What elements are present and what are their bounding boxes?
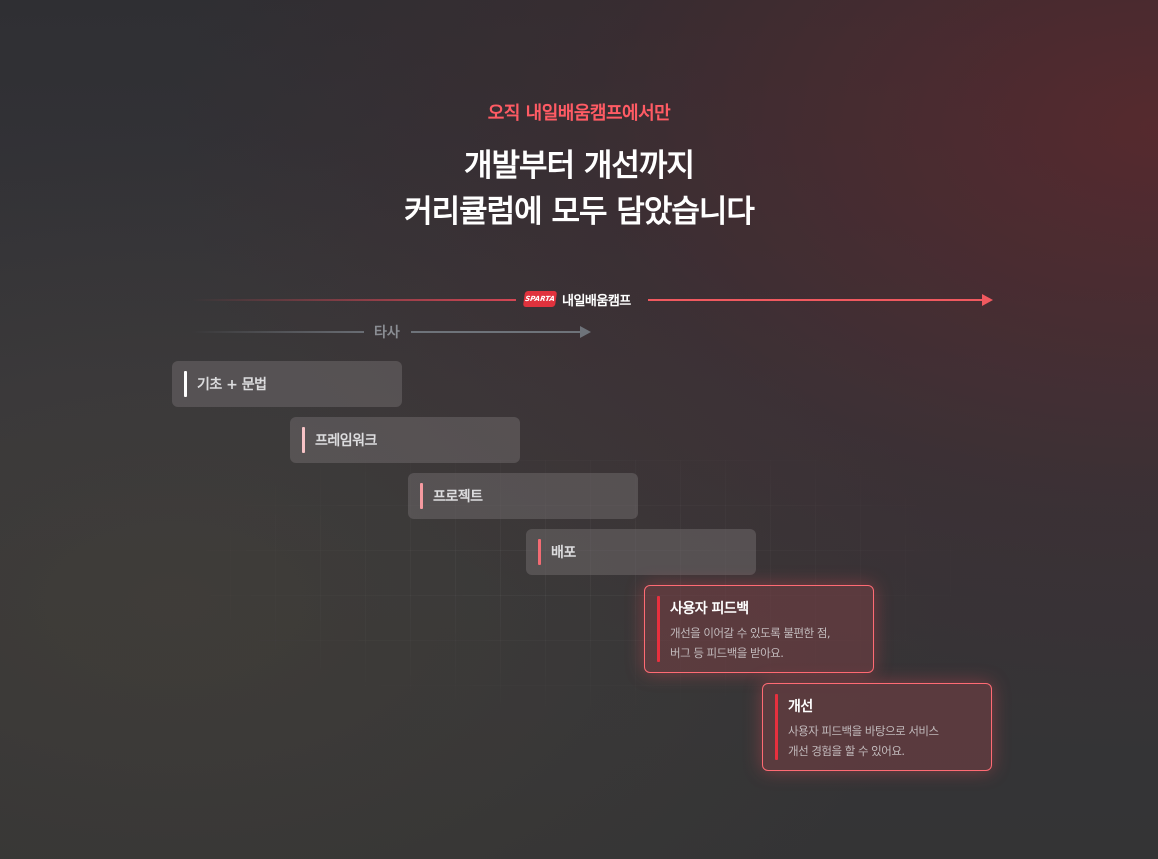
step-bar xyxy=(775,694,778,760)
step-bar xyxy=(420,483,423,509)
sparta-timeline-label: SPARTA 내일배움캠프 xyxy=(522,289,631,309)
step-card-deploy: 배포 xyxy=(526,529,756,575)
step-bar xyxy=(657,596,660,662)
other-timeline-label: 타사 xyxy=(374,325,400,341)
step-label: 개선 xyxy=(788,699,813,715)
sparta-label-text: 내일배움캠프 xyxy=(562,293,631,309)
section-eyebrow: 오직 내일배움캠프에서만 xyxy=(487,103,671,124)
other-timeline-line-right xyxy=(411,331,581,333)
step-description: 개선을 이어갈 수 있도록 불편한 점, 버그 등 피드백을 받아요. xyxy=(670,626,831,660)
step-card-improvement: 개선 사용자 피드백을 바탕으로 서비스 개선 경험을 할 수 있어요. xyxy=(762,683,992,771)
sparta-arrow-icon xyxy=(982,294,993,306)
step-bar xyxy=(184,371,187,397)
step-description: 사용자 피드백을 바탕으로 서비스 개선 경험을 할 수 있어요. xyxy=(788,724,939,758)
step-card-basics: 기초 + 문법 xyxy=(172,361,402,407)
section-title-line-2: 커리큘럼에 모두 담았습니다 xyxy=(404,194,755,230)
sparta-timeline-line-right xyxy=(648,299,984,301)
step-card-user-feedback: 사용자 피드백 개선을 이어갈 수 있도록 불편한 점, 버그 등 피드백을 받… xyxy=(644,585,874,673)
section-title-line-1: 개발부터 개선까지 xyxy=(464,148,695,184)
step-label: 배포 xyxy=(551,545,576,561)
step-label: 기초 + 문법 xyxy=(197,377,267,393)
step-card-project: 프로젝트 xyxy=(408,473,638,519)
sparta-logo-icon: SPARTA xyxy=(522,291,558,307)
step-bar xyxy=(302,427,305,453)
step-card-framework: 프레임워크 xyxy=(290,417,520,463)
step-label: 프로젝트 xyxy=(433,489,483,505)
step-bar xyxy=(538,539,541,565)
other-arrow-icon xyxy=(580,326,591,338)
sparta-timeline-line xyxy=(192,299,516,301)
other-timeline-line xyxy=(192,331,364,333)
step-label: 사용자 피드백 xyxy=(670,601,749,617)
step-label: 프레임워크 xyxy=(315,433,377,449)
